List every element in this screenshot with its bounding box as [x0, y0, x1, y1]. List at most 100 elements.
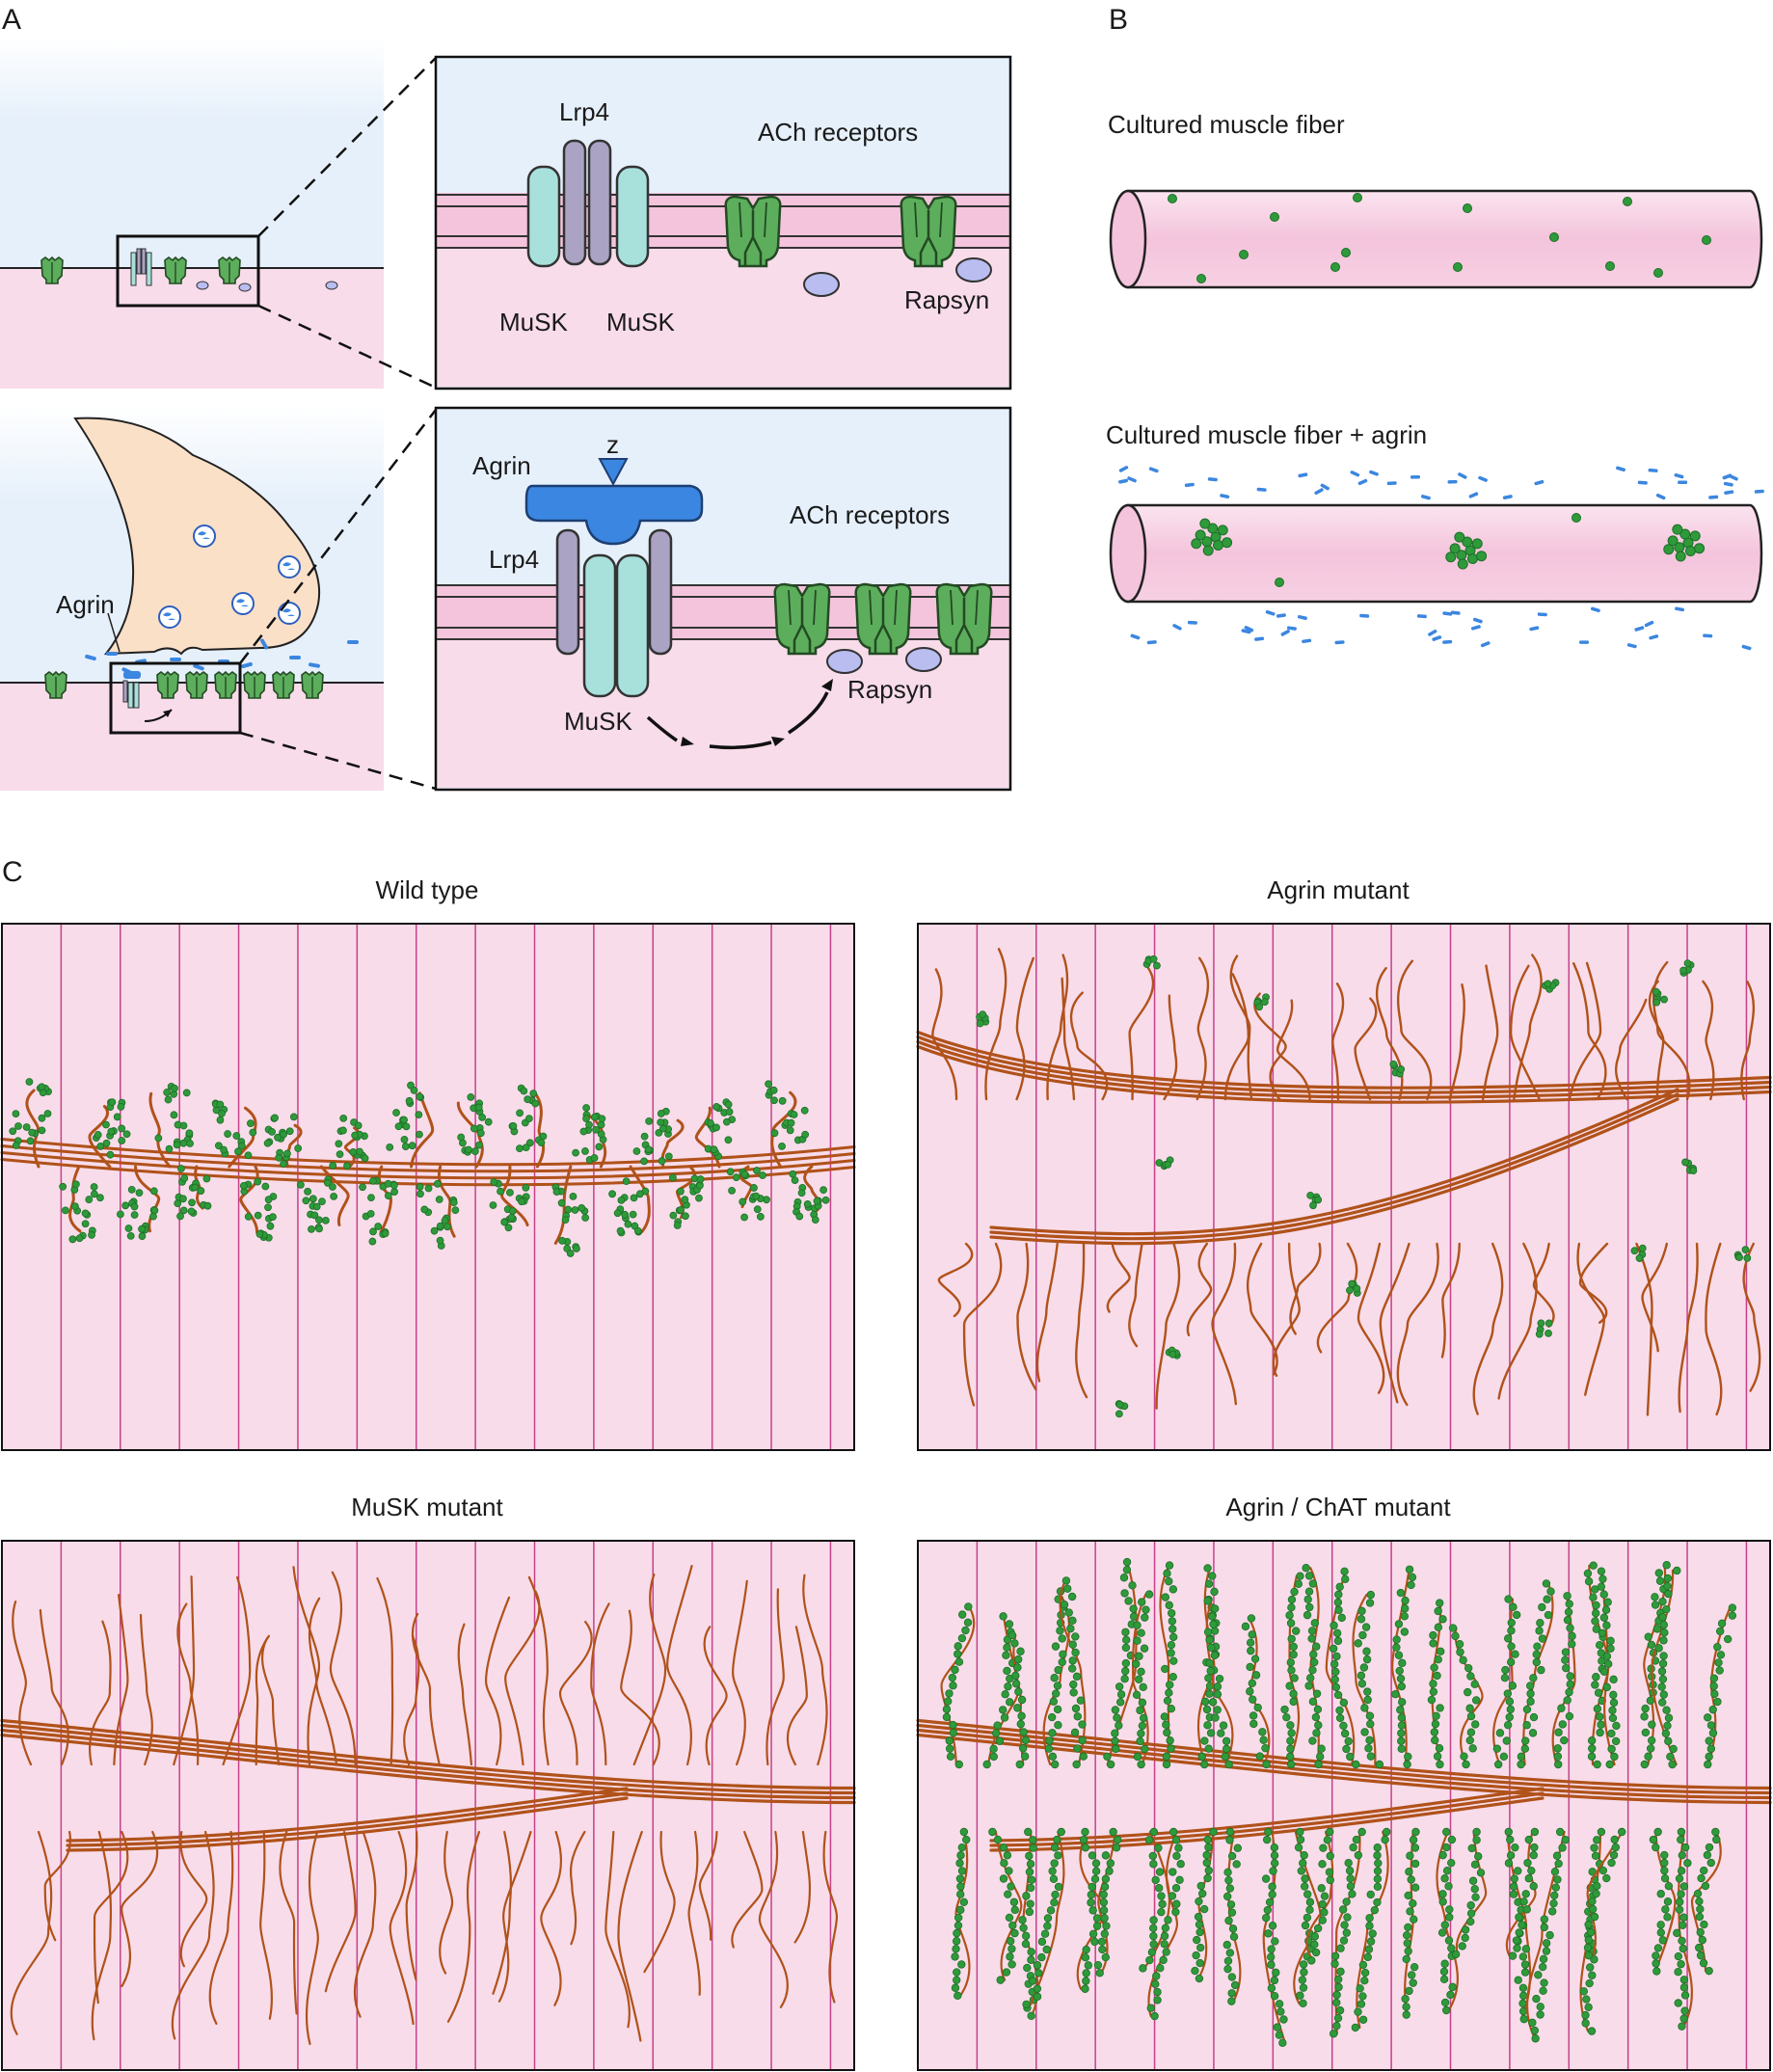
achr-dot [1275, 2031, 1284, 2039]
achr-dot [945, 1689, 954, 1698]
achr-dot [1300, 1882, 1309, 1891]
achr-dot [1009, 1897, 1019, 1906]
achr-dot [1547, 1907, 1557, 1916]
achr-dot [394, 1122, 403, 1131]
achr-dot [1223, 1964, 1232, 1974]
achr-dot [1654, 1569, 1664, 1577]
achr-dot [1164, 1161, 1172, 1169]
achr-dot [1270, 1859, 1279, 1868]
achr-dot [1530, 1843, 1539, 1852]
achr-dot [1432, 1711, 1440, 1720]
achr-dot [1071, 1632, 1080, 1641]
achr-dot [1318, 1916, 1328, 1924]
achr-dot [1210, 1651, 1220, 1660]
label-musk-bottom: MuSK [564, 707, 632, 736]
achr-dot [1195, 1927, 1204, 1937]
achr-dot [1592, 1889, 1600, 1898]
achr-dot [1305, 1897, 1315, 1906]
achr-dot [957, 1843, 966, 1852]
achr-dot [1224, 1916, 1233, 1925]
agrin-molecules [1118, 466, 1764, 651]
achr-dot [1166, 1736, 1174, 1745]
achr-dot [1314, 1721, 1323, 1730]
achr-dot [1468, 1744, 1477, 1753]
agrin-molecule [1579, 640, 1590, 644]
achr-dot [1156, 1963, 1165, 1973]
achr-dot [1623, 197, 1632, 206]
achr-dot [1305, 1905, 1314, 1915]
agrin-molecule [1207, 477, 1218, 482]
achr-dot [1213, 1706, 1222, 1714]
achr-dot [1674, 1999, 1682, 2007]
achr-dot [186, 1140, 194, 1147]
achr-dot [1352, 1835, 1361, 1844]
achr-dot [1153, 1987, 1162, 1997]
achr-dot [1446, 1990, 1455, 2000]
achr-dot [1447, 1835, 1457, 1844]
achr-dot [1078, 1736, 1087, 1745]
achr-dot [1037, 1952, 1046, 1962]
nerve-axon [0, 1723, 856, 1795]
achr-dot [1448, 1982, 1457, 1992]
achr-dot [520, 1087, 528, 1095]
achr-dot [1678, 1851, 1687, 1860]
achr-dot [1360, 1976, 1369, 1985]
achr-dot [361, 1154, 369, 1163]
achr-dot [309, 1195, 317, 1203]
achr-dot [62, 1206, 69, 1215]
achr-dot [1545, 1319, 1553, 1328]
achr-dot [1466, 1672, 1475, 1681]
achr-dot [993, 1721, 1002, 1730]
achr-dot [1597, 1582, 1606, 1591]
achr-dot [739, 1197, 747, 1206]
achr-dot [1232, 1860, 1241, 1869]
wild-type-panel [0, 923, 856, 1451]
achr-dot [1596, 1728, 1604, 1737]
achr-dot [216, 1116, 225, 1124]
achr-dot [1735, 1253, 1743, 1261]
achr-dot [1657, 1667, 1667, 1676]
achr-dot [1207, 523, 1219, 534]
achr-dot [1652, 987, 1660, 996]
achr-dot [1267, 1960, 1276, 1969]
achr-dot [1679, 1882, 1689, 1891]
achr-dot [1709, 1674, 1719, 1682]
achr-dot [1111, 1736, 1119, 1745]
achr-dot [1646, 1744, 1655, 1753]
achr-dot [1116, 1690, 1126, 1699]
achr-dot [1304, 1682, 1313, 1690]
achr-dot [1217, 1729, 1225, 1737]
achr-dot [335, 1140, 343, 1148]
achr-dot [1404, 1752, 1412, 1762]
achr-dot [1462, 536, 1473, 548]
achr-dot [1168, 1625, 1177, 1633]
achr-dot [1165, 1688, 1173, 1697]
achr-dot [289, 1113, 298, 1121]
achr-dot [1656, 1921, 1665, 1929]
achr-dot [1660, 1850, 1669, 1860]
achr-dot [1638, 1244, 1647, 1252]
cultured-fiber-2 [1109, 466, 1764, 651]
achr-dot [1261, 1913, 1271, 1923]
achr-dot [1064, 1608, 1073, 1617]
nerve-branch [179, 1830, 208, 1968]
achr-dot [294, 1144, 303, 1152]
achr-dot [1303, 1595, 1312, 1604]
achr-dot [1598, 1628, 1607, 1637]
achr-dot [1723, 1634, 1733, 1644]
achr-dot [1366, 1937, 1376, 1946]
achr-dot [724, 1100, 733, 1109]
label-lrp4: Lrp4 [559, 97, 609, 126]
achr-dot [75, 1234, 84, 1243]
achr-dot [989, 1752, 998, 1762]
achr-dot [90, 1190, 98, 1198]
achr-dot [1224, 1875, 1233, 1885]
achr-dot [1602, 1652, 1612, 1661]
achr-dot [1405, 1565, 1414, 1574]
achr-dot [1599, 1590, 1608, 1599]
achr-dot [1358, 1630, 1367, 1640]
achr-dot [1434, 1623, 1443, 1631]
achr-dot [1308, 1736, 1317, 1745]
achr-dot [315, 1224, 324, 1233]
achr-dot [497, 1187, 504, 1196]
